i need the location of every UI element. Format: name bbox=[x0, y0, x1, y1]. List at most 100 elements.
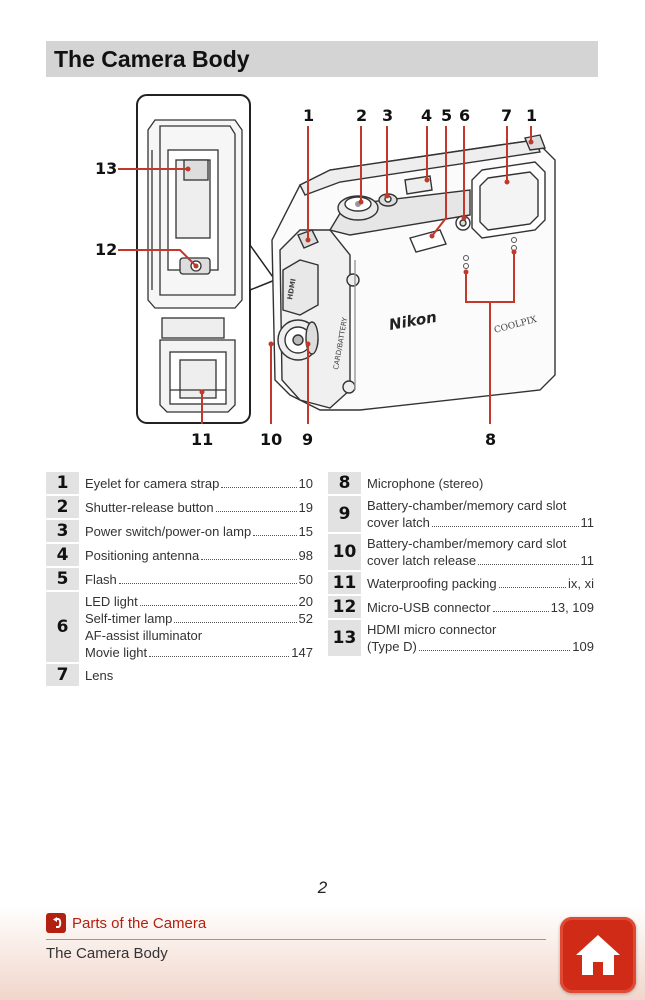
parts-list-right: 8 Microphone (stereo) 9 Battery-chamber/… bbox=[328, 470, 594, 658]
table-row: 13 HDMI micro connector (Type D)109 bbox=[328, 620, 594, 656]
callout-4: 4 bbox=[421, 106, 433, 125]
part-label: (Type D) bbox=[367, 639, 417, 654]
page-ref: ix, xi bbox=[568, 575, 594, 591]
part-line: Micro-USB connector 13, 109 bbox=[367, 599, 594, 616]
callout-9: 9 bbox=[302, 430, 314, 449]
callout-lines bbox=[118, 126, 532, 424]
page-ref: 11 bbox=[580, 515, 595, 530]
page-ref: 52 bbox=[298, 611, 313, 626]
part-line: (Type D) 109 bbox=[367, 638, 594, 655]
part-number: 1 bbox=[46, 472, 79, 494]
part-line: cover latch release 11 bbox=[367, 552, 594, 569]
part-number: 12 bbox=[328, 596, 361, 618]
part-label: Movie light bbox=[85, 645, 148, 660]
page-ref: 13, 109 bbox=[550, 599, 594, 615]
main-camera-body bbox=[271, 134, 556, 411]
table-row: 9 Battery-chamber/memory card slot cover… bbox=[328, 496, 594, 532]
page-number: 2 bbox=[317, 878, 328, 897]
hdmi-label: HDMI bbox=[286, 278, 298, 300]
page-ref: 19 bbox=[298, 499, 313, 515]
part-number: 3 bbox=[46, 520, 79, 542]
part-label: Flash bbox=[85, 571, 117, 587]
page-ref: 147 bbox=[291, 645, 313, 660]
callout-1-top-left: 1 bbox=[303, 106, 315, 125]
page-ref: 10 bbox=[298, 475, 313, 491]
page-ref: 15 bbox=[298, 523, 313, 539]
footer-link-label[interactable]: Parts of the Camera bbox=[72, 914, 207, 932]
back-arrow-icon[interactable] bbox=[46, 913, 66, 933]
part-line: Battery-chamber/memory card slot bbox=[367, 497, 594, 514]
callout-2: 2 bbox=[356, 106, 368, 125]
page-ref: 50 bbox=[298, 571, 313, 587]
part-label: Eyelet for camera strap bbox=[85, 475, 220, 491]
footer: Parts of the Camera The Camera Body bbox=[0, 905, 645, 1000]
part-line: AF-assist illuminator bbox=[85, 627, 313, 644]
footer-divider bbox=[46, 939, 546, 940]
part-number: 10 bbox=[328, 534, 361, 570]
callout-3: 3 bbox=[382, 106, 394, 125]
part-number: 7 bbox=[46, 664, 79, 686]
part-label: Battery-chamber/memory card slot bbox=[367, 498, 567, 513]
callout-5: 5 bbox=[441, 106, 453, 125]
callout-10: 10 bbox=[260, 430, 283, 449]
part-line: Positioning antenna 98 bbox=[85, 547, 313, 564]
page-ref: 109 bbox=[572, 639, 594, 654]
parts-list-left: 1 Eyelet for camera strap 10 2 Shutter-re… bbox=[46, 470, 313, 688]
part-label: Power switch/power-on lamp bbox=[85, 523, 252, 539]
page-title: The Camera Body bbox=[54, 46, 250, 72]
part-label: Microphone (stereo) bbox=[367, 475, 484, 491]
part-label: Waterproofing packing bbox=[367, 575, 497, 591]
callout-13: 13 bbox=[95, 159, 118, 178]
part-number: 4 bbox=[46, 544, 79, 566]
part-number: 6 bbox=[46, 592, 79, 662]
callout-7: 7 bbox=[501, 106, 513, 125]
part-line: HDMI micro connector bbox=[367, 621, 594, 638]
part-number: 9 bbox=[328, 496, 361, 532]
part-number: 5 bbox=[46, 568, 79, 590]
part-line: Microphone (stereo) bbox=[367, 475, 594, 492]
part-line: Flash 50 bbox=[85, 571, 313, 588]
part-label: cover latch release bbox=[367, 553, 477, 568]
table-row: 3 Power switch/power-on lamp 15 bbox=[46, 520, 313, 542]
home-button[interactable] bbox=[560, 917, 636, 993]
parts-of-camera-link[interactable]: Parts of the Camera bbox=[46, 913, 206, 933]
part-label: cover latch bbox=[367, 515, 430, 530]
footer-subtitle: The Camera Body bbox=[46, 945, 168, 962]
title-bar: The Camera Body bbox=[46, 41, 598, 77]
part-label: HDMI micro connector bbox=[367, 622, 497, 637]
part-label: AF-assist illuminator bbox=[85, 628, 203, 643]
part-label: Battery-chamber/memory card slot bbox=[367, 536, 567, 551]
part-label: LED light bbox=[85, 594, 138, 609]
part-number: 2 bbox=[46, 496, 79, 518]
callout-1-top-right: 1 bbox=[526, 106, 538, 125]
part-label: Shutter-release button bbox=[85, 499, 214, 515]
part-number: 11 bbox=[328, 572, 361, 594]
callout-11: 11 bbox=[191, 430, 214, 449]
part-line: Movie light 147 bbox=[85, 644, 313, 661]
part-label: Self-timer lamp bbox=[85, 611, 173, 626]
camera-illustration: Nikon COOLPIX CARD/BATTERY HDMI bbox=[118, 94, 556, 424]
callout-8: 8 bbox=[485, 430, 497, 449]
part-number: 8 bbox=[328, 472, 361, 494]
part-line: Power switch/power-on lamp 15 bbox=[85, 523, 313, 540]
part-label: Positioning antenna bbox=[85, 547, 200, 563]
part-label: Micro-USB connector bbox=[367, 599, 491, 615]
page-ref: 11 bbox=[580, 553, 595, 568]
part-line: cover latch 11 bbox=[367, 514, 594, 531]
camera-diagram: Nikon COOLPIX CARD/BATTERY HDMI bbox=[0, 90, 645, 460]
part-line: Eyelet for camera strap 10 bbox=[85, 475, 313, 492]
table-row: 7 Lens bbox=[46, 664, 313, 686]
inset-camera-side bbox=[147, 119, 243, 413]
home-icon[interactable] bbox=[573, 932, 623, 978]
callout-12: 12 bbox=[95, 240, 118, 259]
table-row: 5 Flash 50 bbox=[46, 568, 313, 590]
table-row: 11 Waterproofing packing ix, xi bbox=[328, 572, 594, 594]
part-line: Self-timer lamp 52 bbox=[85, 610, 313, 627]
page-ref: 98 bbox=[298, 547, 313, 563]
table-row: 2 Shutter-release button 19 bbox=[46, 496, 313, 518]
part-label: Lens bbox=[85, 667, 114, 683]
table-row: 12 Micro-USB connector 13, 109 bbox=[328, 596, 594, 618]
table-row: 8 Microphone (stereo) bbox=[328, 472, 594, 494]
